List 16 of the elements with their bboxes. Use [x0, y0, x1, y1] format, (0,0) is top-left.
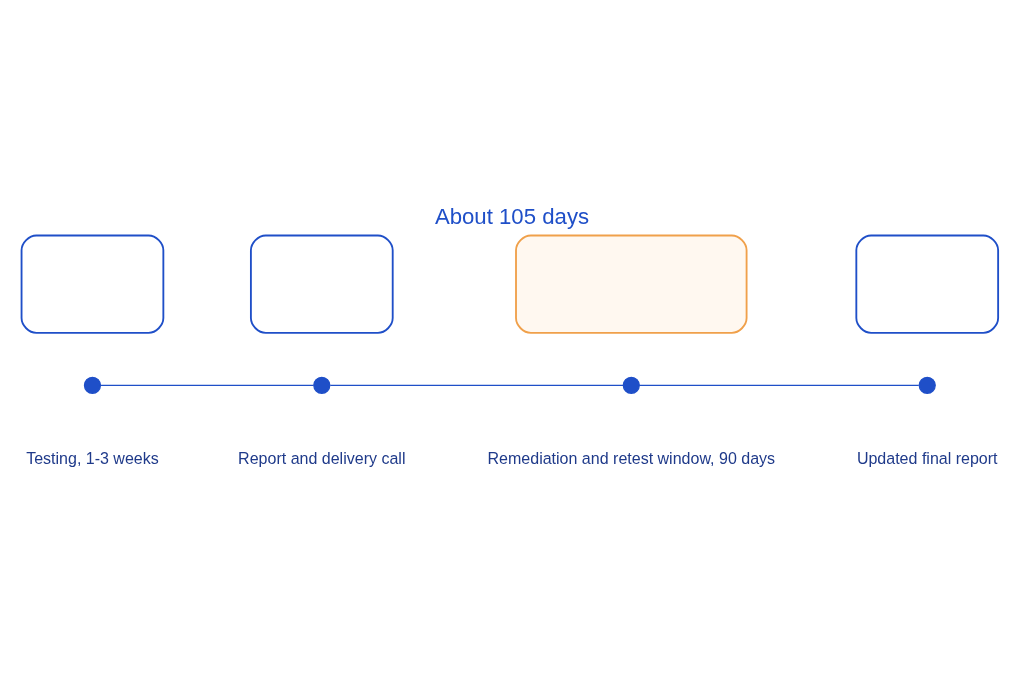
node-circle: [313, 376, 331, 394]
node-label: Testing, 1-3 weeks: [26, 449, 159, 468]
node-box: [515, 234, 748, 334]
connector: [99, 384, 315, 386]
connector: [638, 384, 920, 386]
node-box: [855, 234, 1000, 334]
node-label: Remediation and retest window, 90 days: [487, 449, 776, 468]
diagram-title: About 105 days: [434, 203, 590, 229]
node-circle: [622, 376, 640, 394]
node-label: Updated final report: [856, 449, 998, 468]
connector: [329, 384, 624, 386]
node-circle: [83, 376, 102, 394]
node-box: [249, 234, 394, 334]
node-circle: [918, 376, 936, 394]
node-box: [20, 234, 165, 334]
node-label: Report and delivery call: [238, 449, 406, 468]
